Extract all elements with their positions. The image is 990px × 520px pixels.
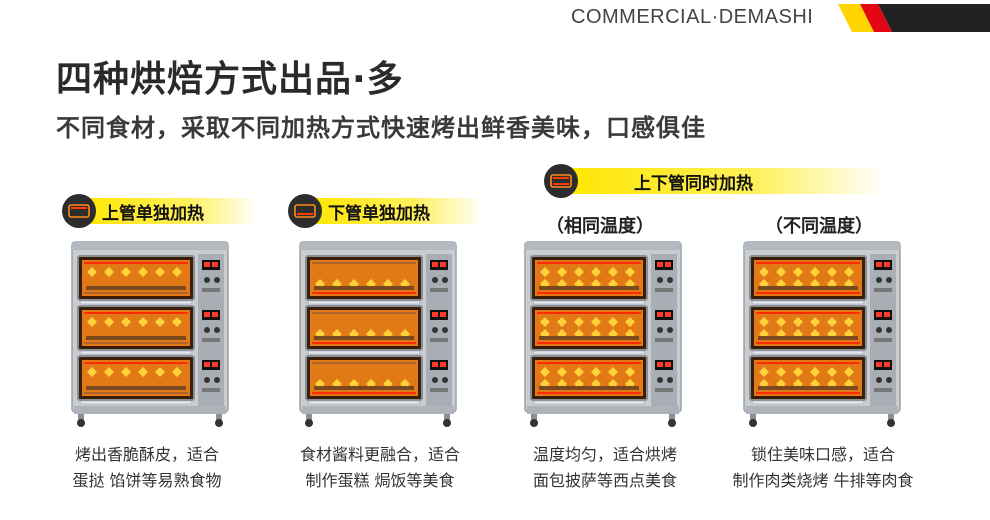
heater-icon	[288, 194, 322, 228]
caption-line: 食材酱料更融合，适合	[299, 445, 460, 464]
mode-label-both: 上下管同时加热	[544, 164, 884, 198]
mode-label-bottom: 下管单独加热	[288, 194, 484, 228]
stripe-yellow	[838, 4, 874, 32]
caption: 锁住美味口感，适合 制作肉类烧烤 牛排等肉食	[718, 442, 928, 494]
caption-line: 蛋挞 馅饼等易熟食物	[72, 471, 222, 490]
brand-stripes	[838, 4, 990, 32]
mode-label-text: 上下管同时加热	[634, 173, 753, 194]
brand-name: COMMERCIAL·DEMASHI	[571, 6, 814, 28]
sub-label-same-temp: （相同温度）	[546, 216, 654, 237]
caption-line: 制作肉类烧烤 牛排等肉食	[732, 471, 914, 490]
caption-line: 温度均匀，适合烘烤	[532, 445, 677, 464]
heater-icon	[544, 164, 578, 198]
caption-line: 锁住美味口感，适合	[750, 445, 895, 464]
heater-icon	[62, 194, 96, 228]
caption-line: 面包披萨等西点美食	[532, 471, 677, 490]
stripe-red	[860, 4, 892, 32]
mode-label-text: 下管单独加热	[328, 203, 430, 224]
caption: 温度均匀，适合烘烤 面包披萨等西点美食	[500, 442, 710, 494]
oven-image	[743, 241, 901, 427]
caption-line: 烤出香脆酥皮，适合	[74, 445, 219, 464]
caption: 烤出香脆酥皮，适合 蛋挞 馅饼等易熟食物	[42, 442, 252, 494]
sub-label-diff-temp: （不同温度）	[765, 216, 873, 237]
caption-line: 制作蛋糕 焗饭等美食	[305, 471, 455, 490]
mode-label-top: 上管单独加热	[62, 194, 258, 228]
oven-image	[71, 241, 229, 427]
caption: 食材酱料更融合，适合 制作蛋糕 焗饭等美食	[275, 442, 485, 494]
oven-image	[524, 241, 682, 427]
oven-image	[299, 241, 457, 427]
page-title: 四种烘焙方式出品·多	[56, 59, 404, 100]
mode-label-text: 上管单独加热	[102, 203, 204, 224]
page-subtitle: 不同食材，采取不同加热方式快速烤出鲜香美味，口感俱佳	[56, 114, 706, 142]
stripe-black	[878, 4, 990, 32]
